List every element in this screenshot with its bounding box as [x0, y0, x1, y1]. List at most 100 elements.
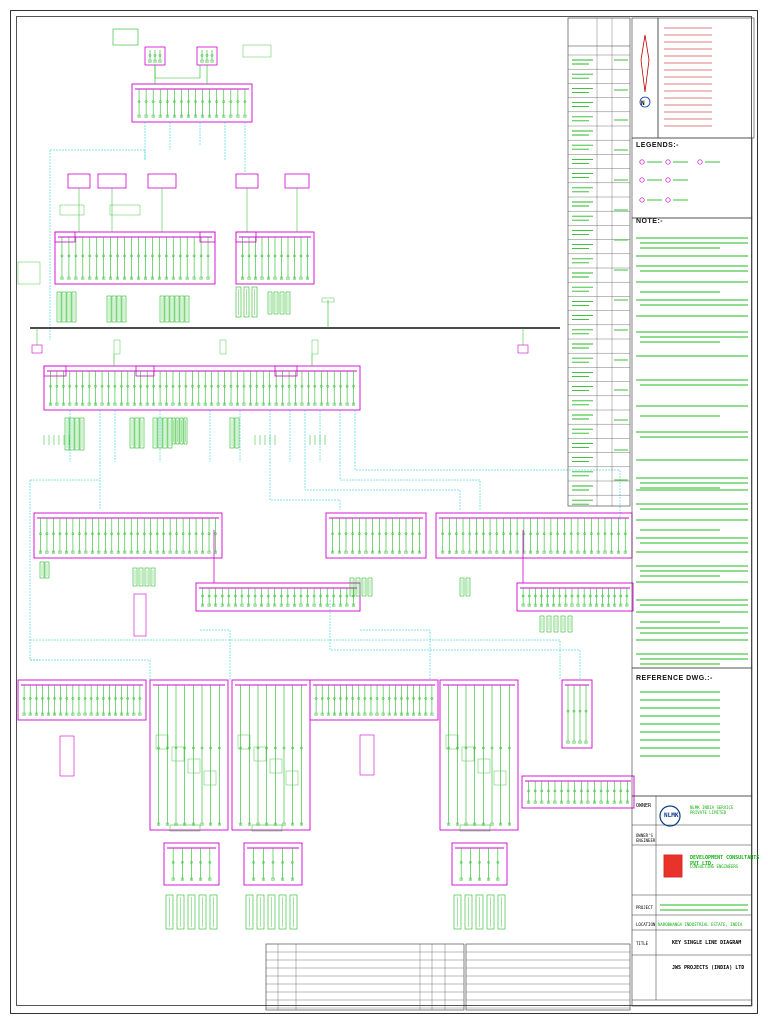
- sub-mcc-c-ext-load: [613, 603, 617, 607]
- sub-mcc-c-load: [576, 550, 580, 554]
- lower-mcc-f-load: [572, 740, 576, 744]
- main-pcc-panel-load: [216, 402, 220, 406]
- sub-mcc-a-load: [194, 550, 198, 554]
- main-pcc-panel-breaker: [139, 384, 143, 388]
- sub-mcc-c-ext-load: [570, 603, 574, 607]
- bottom-panel-a-breaker: [171, 861, 175, 864]
- sub-mcc-c-ext-breaker: [582, 594, 586, 598]
- sub-mcc-a-load: [77, 550, 81, 554]
- source-panel-a-load: [153, 59, 157, 63]
- sub-mcc-a-load: [45, 550, 49, 554]
- sub-mcc-a-ext-breaker: [253, 594, 257, 598]
- mcc-panel-right-load: [247, 276, 251, 280]
- main-pcc-panel-load: [261, 402, 265, 406]
- lower-mcc-e-breaker: [473, 746, 477, 750]
- legends-heading: LEGENDS:-: [636, 142, 679, 149]
- lower-mcc-a-load: [126, 712, 130, 716]
- sub-mcc-c-breaker: [475, 532, 478, 536]
- mcc-panel-left-load: [130, 276, 133, 280]
- sub-mcc-a-ext-load: [279, 603, 283, 607]
- bottom-panel-c-load: [468, 877, 472, 881]
- sub-mcc-a-ext-breaker: [279, 594, 283, 598]
- sub-mcc-a-load: [97, 550, 101, 554]
- main-pcc-panel-load: [49, 402, 52, 406]
- main-pcc-panel-load: [68, 402, 72, 406]
- main-pcc-panel-breaker: [81, 384, 85, 388]
- consultant-logo: [663, 854, 683, 878]
- ht-main-panel-breaker: [151, 100, 155, 103]
- lower-mcc-a-breaker: [53, 697, 56, 700]
- sub-mcc-c-ext-load: [527, 603, 531, 607]
- sub-mcc-a-breaker: [45, 532, 49, 536]
- main-pcc-panel-load: [107, 402, 110, 406]
- main-pcc-panel-load: [248, 402, 252, 406]
- main-pcc-panel-load: [94, 402, 97, 406]
- mcc-left-load-group-a: [66, 291, 72, 323]
- lower-mcc-a-load: [28, 712, 32, 716]
- pcc-load-group-d: [171, 417, 176, 445]
- sub-mcc-c-ext-load: [564, 603, 568, 607]
- main-pcc-panel-load: [197, 402, 201, 406]
- lower-mcc-d-breaker: [412, 697, 415, 700]
- north-arrow-ring: [639, 96, 651, 108]
- mcc-left-load-group-b: [121, 295, 127, 323]
- sub-mcc-c-load: [448, 550, 451, 554]
- sub-mcc-a-ext-load: [293, 603, 296, 607]
- sub-mcc-c-ext-load: [521, 603, 525, 607]
- lower-mcc-g-breaker: [553, 789, 557, 793]
- sub-mcc-c-breaker: [461, 532, 465, 536]
- sub-mcc-c-breaker: [556, 532, 560, 536]
- cable-run: [304, 462, 461, 510]
- lower-mcc-c-load: [256, 822, 260, 826]
- mcc-right-load-group-b: [273, 291, 279, 315]
- main-pcc-panel-load: [113, 402, 117, 406]
- mcc-panel-left-breaker: [60, 254, 64, 258]
- lower-mcc-e-load: [499, 822, 503, 826]
- sub-mcc-c-load: [590, 550, 593, 554]
- lower-mcc-g-breaker: [573, 789, 577, 793]
- sub-mcc-a-cabinet: [133, 593, 147, 637]
- lower-mcc-c-load: [291, 822, 295, 826]
- sub-mcc-b-load: [397, 550, 401, 554]
- bottom-loads-a: [187, 894, 196, 930]
- main-pcc-panel-load: [339, 402, 343, 406]
- sub-mcc-a-breaker: [155, 532, 159, 536]
- lower-mcc-e-load: [481, 822, 485, 826]
- source-panel-a-load: [148, 59, 152, 63]
- pcc-load-group-d: [179, 417, 184, 445]
- lower-mcc-g-load: [533, 800, 537, 804]
- lower-mcc-g-breaker: [560, 789, 563, 793]
- ht-main-panel-load: [165, 114, 169, 118]
- main-pcc-panel-breaker: [197, 384, 201, 388]
- sub-mcc-a-ext-breaker: [306, 594, 309, 598]
- sub-mcc-c-loads-1: [459, 577, 465, 597]
- lower-mcc-d-load: [314, 712, 318, 716]
- sub-mcc-b-breaker: [377, 532, 381, 536]
- note-heading: NOTE:-: [636, 218, 664, 225]
- bottom-panel-b: [243, 842, 303, 886]
- sub-mcc-b-breaker: [417, 532, 421, 536]
- main-pcc-panel-load: [126, 402, 130, 406]
- inner-border: [16, 16, 752, 1006]
- lower-mcc-c-breaker: [273, 746, 277, 750]
- mcc-panel-left-breaker: [185, 254, 189, 258]
- sub-mcc-c-load: [529, 550, 533, 554]
- sub-mcc-c-breaker: [536, 532, 539, 536]
- lower-mcc-b-load: [191, 822, 195, 826]
- sub-mcc-b-load: [357, 550, 361, 554]
- tier2-panel-d: [235, 173, 259, 189]
- bottom-panel-b-load: [290, 877, 294, 881]
- main-pcc-panel-breaker: [87, 384, 91, 388]
- main-pcc-panel-breaker: [158, 384, 162, 388]
- lower-mcc-d: [309, 679, 439, 721]
- bottom-panel-c-breaker: [487, 861, 491, 864]
- lower-mcc-d-breaker: [418, 697, 422, 700]
- lower-mcc-e-load: [473, 822, 477, 826]
- notes-box: [631, 217, 753, 669]
- lower-mcc-c-load: [247, 822, 251, 826]
- cable-run: [269, 462, 341, 510]
- sub-mcc-a-breaker: [142, 532, 146, 536]
- mcc-panel-left-load: [137, 276, 140, 280]
- pcc-load-group-a: [64, 417, 70, 451]
